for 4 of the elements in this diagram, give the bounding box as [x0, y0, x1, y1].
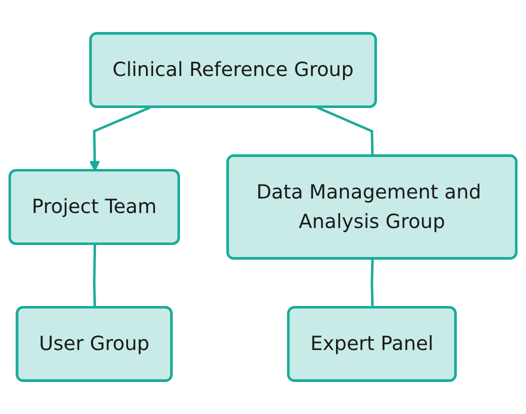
- connector: [370, 258, 374, 308]
- connector: [93, 244, 96, 308]
- arrow: [89, 106, 151, 172]
- connector: [316, 106, 374, 156]
